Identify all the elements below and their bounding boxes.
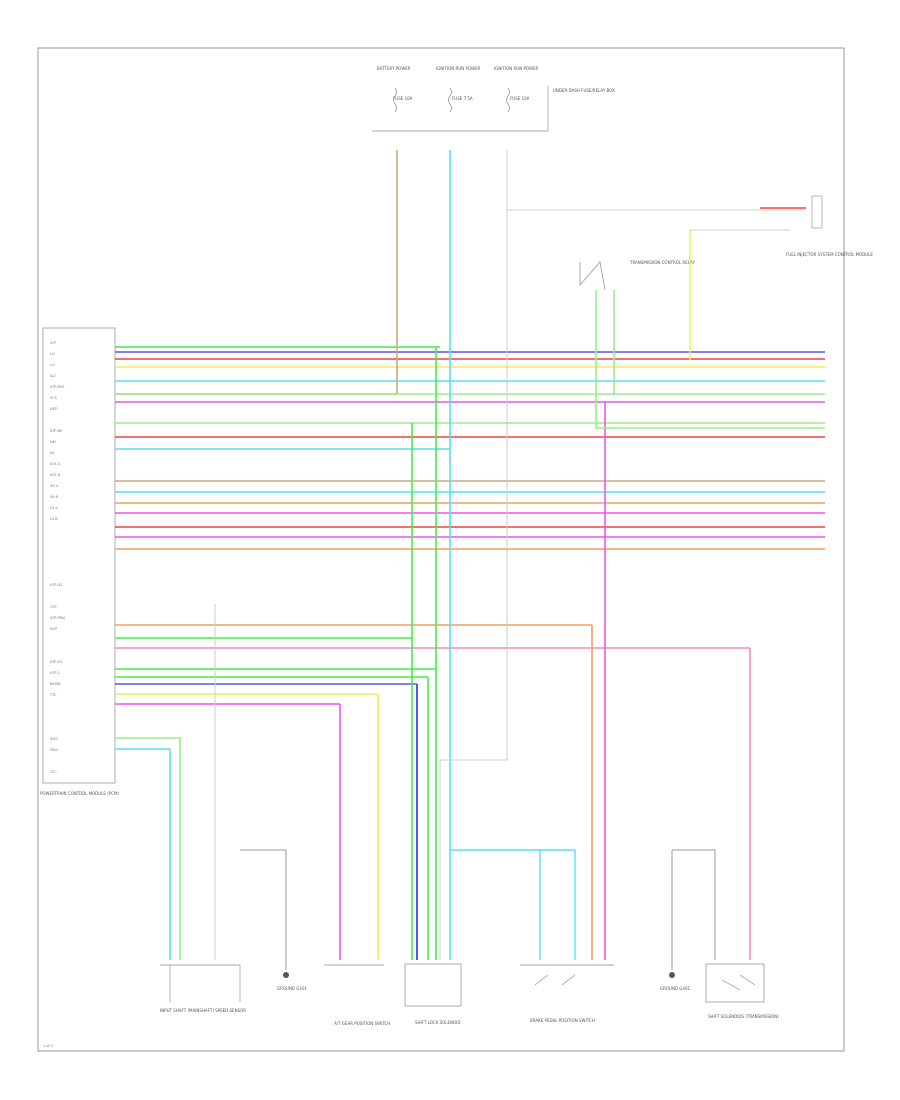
fuse-battery-label: BATTERY POWER — [377, 66, 411, 71]
tc-relay: TRANSMISSION CONTROL RELAY — [579, 260, 695, 291]
pcm-pin-label: ATP-D4 — [50, 583, 63, 587]
diagram-border — [37, 47, 845, 1052]
pcm-pin-label: BKSW — [50, 682, 61, 686]
fuse-ign-2-label: IGNITION RUN POWER — [494, 66, 539, 71]
pcm-pin-label: NCP — [50, 627, 57, 631]
pcm-pin-label: ATP-2 — [50, 671, 60, 675]
pcm-pin-label: SOL B — [50, 473, 61, 477]
relay-wire — [595, 290, 825, 429]
pcm-pin-list: IGP LG LG ALT ATP-RVS SCS NEP ATP-NP NM NC SOL A SO… — [49, 341, 65, 774]
gear-position-switch-label: A/T GEAR POSITION SWITCH — [334, 1021, 390, 1026]
pcm-pin-label: SOL A — [50, 462, 61, 466]
pcm-pin-label: LS B — [50, 517, 58, 521]
fuse-ign-2: IGNITION RUN POWER FUSE 10A — [494, 66, 539, 101]
brake-pedal-switch: BRAKE PEDAL POSITION SWITCH — [520, 964, 614, 1023]
input-shaft-sensor-label: INPUT SHAFT (MAINSHAFT) SPEED SENSOR — [160, 1008, 246, 1013]
tc-relay-label: TRANSMISSION CONTROL RELAY — [629, 260, 695, 265]
right-module-connector — [811, 195, 823, 229]
pcm-pin-label: NC — [50, 451, 56, 455]
pcm-pin-label: IGP — [50, 341, 56, 345]
fuse-ign-1-label: IGNITION RUN POWER — [436, 66, 481, 71]
pcm-pin-label: TCC — [49, 770, 57, 774]
ground-lead-3 — [672, 849, 716, 960]
right-module-label: FUEL INJECTOR SYSTEM CONTROL MODULE — [786, 252, 873, 257]
pcm-pin-label: LS A — [50, 506, 58, 510]
pcm-pin-label: SH A — [50, 484, 59, 488]
cyan-branch — [450, 849, 576, 960]
input-shaft-sensor: INPUT SHAFT (MAINSHAFT) SPEED SENSOR — [160, 964, 246, 1013]
shift-solenoids-label: SHIFT SOLENOIDS (TRANSMISSION) — [708, 1014, 779, 1019]
ground-g401: GROUND G401 — [660, 972, 690, 991]
ground-g101-label: GROUND G101 — [277, 986, 307, 991]
wire-harness — [115, 150, 825, 970]
fuse-ign-2-rating: FUSE 10A — [510, 96, 530, 101]
pcm-pin-label: ATP-NP — [50, 429, 62, 433]
pcm-pin-label: LG — [50, 352, 55, 356]
page-number: 1 of 2 — [43, 1044, 53, 1048]
pcm-pin-label: SH B — [50, 495, 59, 499]
ground-g401-label: GROUND G401 — [660, 986, 690, 991]
pcm-pin-label: TTC — [49, 693, 57, 697]
pcm-label: POWERTRAIN CONTROL MODULE (PCM) — [40, 791, 119, 796]
fuse-battery: BATTERY POWER FUSE 10A — [377, 66, 413, 101]
fuse-ign-1: IGNITION RUN POWER FUSE 7.5A — [436, 66, 481, 101]
fuse-battery-rating: FUSE 10A — [393, 96, 413, 101]
pcm-pin-label: SW3 — [50, 737, 58, 741]
pcm-pin-label: ATP-D3 — [50, 660, 62, 664]
fuse-symbols — [393, 87, 510, 113]
shift-lock-solenoid-label: SHIFT LOCK SOLENOID — [415, 1020, 460, 1025]
pcm-pin-label: SCS — [50, 396, 58, 400]
fuse-box-label: UNDER-DASH FUSE/RELAY BOX — [553, 88, 615, 93]
fuse-ign-1-rating: FUSE 7.5A — [452, 96, 473, 101]
shift-lock-solenoid: SHIFT LOCK SOLENOID — [404, 963, 462, 1025]
pcm-pin-label: SW4 — [50, 748, 59, 752]
pcm-pin-label: LG — [50, 363, 55, 367]
pcm-box — [42, 327, 116, 784]
fuse-ign-2-wire — [439, 150, 508, 960]
shift-solenoids: SHIFT SOLENOIDS (TRANSMISSION) — [705, 963, 779, 1019]
brake-pedal-switch-label: BRAKE PEDAL POSITION SWITCH — [530, 1018, 595, 1023]
pcm-pin-label: ALT — [50, 374, 57, 378]
pcm-pin-label: CPC — [50, 605, 58, 609]
pcm-pin-label: NEP — [50, 407, 57, 411]
pcm-pin-label: NM — [50, 440, 56, 444]
ground-g101: GROUND G101 — [277, 972, 307, 991]
pcm-pin-label: ATP-PRN — [50, 616, 65, 620]
pcm-pin-label: ATP-RVS — [50, 385, 65, 389]
gear-position-switch: A/T GEAR POSITION SWITCH — [324, 964, 390, 1026]
